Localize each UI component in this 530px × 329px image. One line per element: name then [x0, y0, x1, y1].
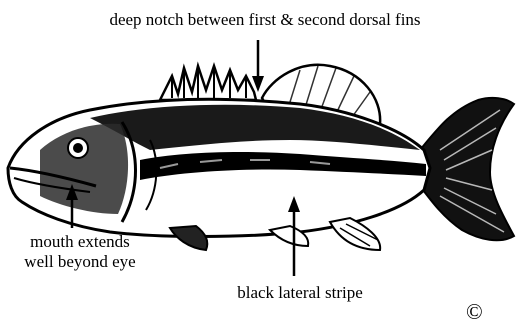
eye: [68, 138, 88, 158]
copyright-symbol: ©: [466, 300, 483, 324]
tail-fin: [420, 98, 514, 240]
mouth-label: mouth extends well beyond eye: [0, 232, 160, 272]
mouth-label-line1: mouth extends: [0, 232, 160, 252]
notch-label: deep notch between first & second dorsal…: [0, 10, 530, 30]
first-dorsal-fin: [160, 66, 256, 100]
mouth-label-line2: well beyond eye: [0, 252, 160, 272]
stripe-label: black lateral stripe: [200, 283, 400, 303]
notch-arrow: [252, 40, 264, 92]
